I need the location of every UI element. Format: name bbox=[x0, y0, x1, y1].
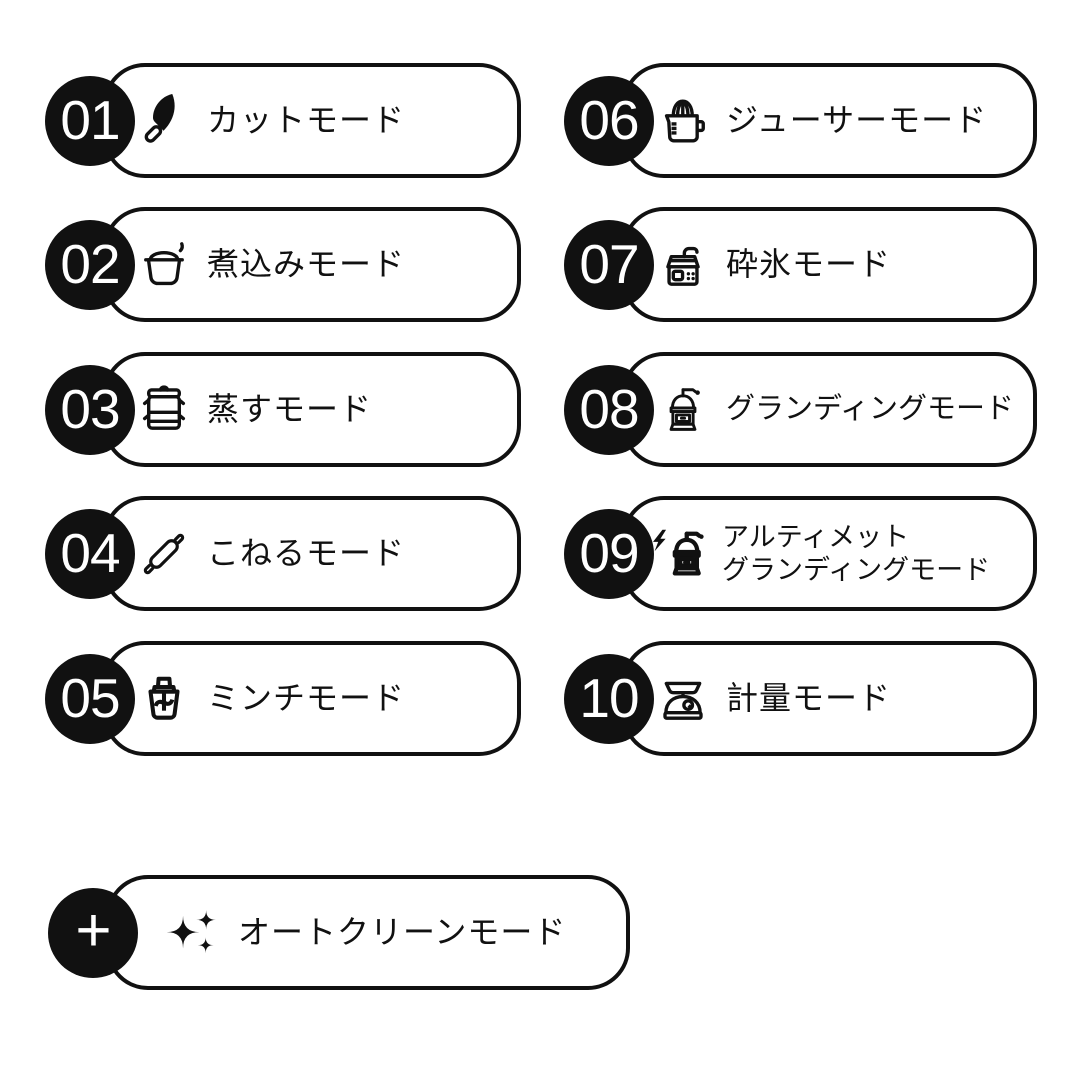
mode-label: カットモード bbox=[207, 102, 406, 139]
mode-number-badge: 05 bbox=[45, 653, 135, 744]
mode-number-badge: 08 bbox=[564, 364, 654, 455]
mode-number-badge: 02 bbox=[45, 219, 135, 310]
mode-item: 02 煮込みモード bbox=[45, 207, 521, 322]
mode-number: 08 bbox=[579, 378, 639, 440]
mode-label: アルティメット グランディングモード bbox=[722, 522, 991, 585]
mode-pill: グランディングモード bbox=[622, 352, 1037, 467]
mode-number: 01 bbox=[60, 89, 120, 151]
mode-label: グランディングモード bbox=[726, 393, 1014, 426]
mode-pill: 砕氷モード bbox=[622, 207, 1037, 322]
mode-number: 03 bbox=[60, 378, 120, 440]
mode-item: 01 カットモード bbox=[45, 63, 521, 178]
mode-item: 05 ミンチモード bbox=[45, 641, 521, 756]
mode-item: 03 蒸すモード bbox=[45, 352, 521, 467]
mode-item: 10 計量モード bbox=[564, 641, 1037, 756]
mode-number-badge: 10 bbox=[564, 653, 654, 744]
knife-icon bbox=[137, 94, 191, 148]
pot-icon bbox=[137, 238, 191, 292]
mode-number: 04 bbox=[60, 522, 120, 584]
mode-number-badge: 03 bbox=[45, 364, 135, 455]
mode-label: 蒸すモード bbox=[207, 391, 373, 428]
mode-label: ジューサーモード bbox=[726, 102, 988, 139]
mode-number: 07 bbox=[579, 233, 639, 295]
mode-pill: ジューサーモード bbox=[622, 63, 1037, 178]
mode-label: ミンチモード bbox=[207, 680, 406, 717]
mode-pill: ミンチモード bbox=[103, 641, 521, 756]
mode-number: 02 bbox=[60, 233, 120, 295]
mode-pill: アルティメット グランディングモード bbox=[622, 496, 1037, 611]
grinder-icon bbox=[656, 383, 710, 437]
mode-number: 10 bbox=[579, 667, 639, 729]
mode-pill: オートクリーンモード bbox=[106, 875, 630, 990]
mode-label: 計量モード bbox=[726, 680, 892, 717]
mode-item: 07 砕氷モード bbox=[564, 207, 1037, 322]
mode-number-badge: + bbox=[48, 887, 138, 978]
mode-pill: カットモード bbox=[103, 63, 521, 178]
mode-number: 06 bbox=[579, 89, 639, 151]
mode-item: 04 こねるモード bbox=[45, 496, 521, 611]
ice-shaver-icon bbox=[656, 238, 710, 292]
mode-item: 09 アルティメット グランディングモード bbox=[564, 496, 1037, 611]
steamer-icon bbox=[137, 383, 191, 437]
mode-item: 08 グランディングモード bbox=[564, 352, 1037, 467]
mode-label: 砕氷モード bbox=[726, 246, 892, 283]
mode-item: + オートクリーンモード bbox=[48, 875, 630, 990]
mode-number-badge: 09 bbox=[564, 508, 654, 599]
scale-icon bbox=[656, 672, 710, 726]
mode-label: 煮込みモード bbox=[207, 246, 406, 283]
mode-number-badge: 01 bbox=[45, 75, 135, 166]
mode-label: こねるモード bbox=[207, 535, 406, 572]
mode-label: オートクリーンモード bbox=[238, 914, 567, 951]
mode-pill: 煮込みモード bbox=[103, 207, 521, 322]
mode-number: 05 bbox=[60, 667, 120, 729]
sparkles-icon bbox=[166, 905, 222, 961]
mode-number: + bbox=[75, 895, 111, 965]
mode-item: 06 ジューサーモード bbox=[564, 63, 1037, 178]
mode-pill: 計量モード bbox=[622, 641, 1037, 756]
juicer-icon bbox=[656, 94, 710, 148]
mode-number-badge: 07 bbox=[564, 219, 654, 310]
mode-number-badge: 06 bbox=[564, 75, 654, 166]
mode-number-badge: 04 bbox=[45, 508, 135, 599]
mincer-icon bbox=[137, 672, 191, 726]
mode-number: 09 bbox=[579, 522, 639, 584]
ultimate-grinder-icon bbox=[646, 527, 714, 581]
mode-pill: こねるモード bbox=[103, 496, 521, 611]
mode-pill: 蒸すモード bbox=[103, 352, 521, 467]
rolling-pin-icon bbox=[137, 527, 191, 581]
